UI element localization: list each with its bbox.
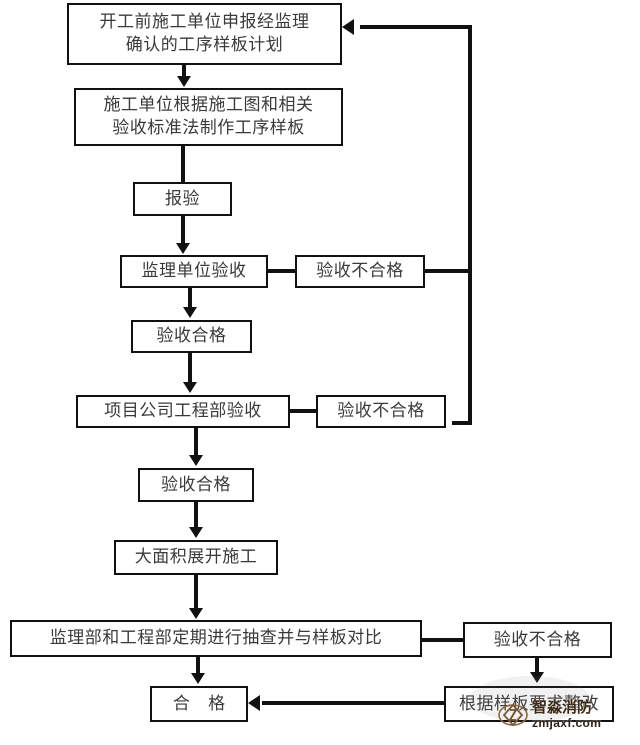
node-label: 大面积展开施工 [134, 547, 258, 567]
edge-feedback-arrow-into-n1 [342, 19, 354, 35]
node-large-scale-construction[interactable]: 大面积展开施工 [114, 540, 278, 575]
edge-n4-n5-line [268, 269, 297, 273]
edge-n12-n14-line [535, 658, 539, 673]
edge-n12-n14-arrow [530, 672, 544, 683]
edge-n2-n3-line [181, 146, 185, 182]
edge-n11-n13-arrow [191, 673, 205, 684]
node-label: 监理单位验收 [141, 261, 247, 281]
node-label: 合 格 [172, 693, 233, 713]
node-acceptance-failed-2[interactable]: 验收不合格 [316, 395, 446, 428]
edge-n7-n8-line [290, 409, 318, 413]
edge-n14-n13-arrow [248, 695, 260, 711]
edge-n1-n2-arrow [177, 76, 191, 87]
node-acceptance-passed-1[interactable]: 验收合格 [131, 320, 252, 353]
node-contractor-makes-sample[interactable]: 施工单位根据施工图和相关 验收标准法制作工序样板 [74, 88, 343, 146]
node-acceptance-failed-1[interactable]: 验收不合格 [295, 255, 425, 288]
node-submit-inspection[interactable]: 报验 [133, 182, 232, 216]
node-qualified[interactable]: 合 格 [150, 686, 248, 722]
node-label: 验收不合格 [337, 401, 425, 421]
node-periodic-spot-check[interactable]: 监理部和工程部定期进行抽查并与样板对比 [10, 620, 422, 657]
edge-feedback-vertical-trunk [468, 25, 472, 425]
node-acceptance-failed-3[interactable]: 验收不合格 [463, 622, 612, 658]
edge-n6-n7-arrow [183, 382, 197, 393]
node-label: 项目公司工程部验收 [104, 401, 262, 421]
node-project-company-acceptance[interactable]: 项目公司工程部验收 [76, 395, 290, 428]
edge-n10-n11-line [194, 575, 198, 609]
edge-n6-n7-line [188, 353, 192, 383]
edge-n3-n4-arrow [176, 243, 190, 254]
node-rectify-per-sample[interactable]: 根据样板要求整改 [444, 686, 614, 722]
edge-n8-feedback-horizontal [452, 421, 472, 425]
node-supervisor-acceptance[interactable]: 监理单位验收 [120, 255, 268, 288]
edge-n14-n13-line [262, 701, 444, 705]
edge-n10-n11-arrow [189, 608, 203, 619]
node-label: 根据样板要求整改 [459, 693, 599, 713]
edge-feedback-top-horizontal [360, 25, 472, 29]
edge-n1-n2-line [182, 65, 186, 78]
node-label: 验收不合格 [316, 261, 404, 281]
edge-n5-feedback-horizontal [425, 269, 472, 273]
edge-n9-n10-line [194, 502, 198, 528]
node-label: 验收合格 [156, 326, 227, 346]
node-pre-construction-sample-plan[interactable]: 开工前施工单位申报经监理 确认的工序样板计划 [67, 3, 342, 65]
node-label: 验收合格 [161, 474, 231, 494]
node-label: 监理部和工程部定期进行抽查并与样板对比 [49, 628, 383, 648]
edge-n7-n9-arrow [189, 455, 203, 466]
node-label: 施工单位根据施工图和相关 验收标准法制作工序样板 [103, 95, 314, 137]
edge-n11-n12-line [422, 638, 465, 642]
edge-n3-n4-line [181, 216, 185, 244]
edge-n7-n9-line [194, 428, 198, 456]
edge-n11-n13-line [196, 657, 200, 674]
edge-n4-n6-arrow [183, 307, 197, 318]
edge-n14-left-stub [430, 701, 446, 705]
node-label: 报验 [165, 188, 200, 208]
edge-n4-n6-line [188, 288, 192, 308]
node-label: 开工前施工单位申报经监理 确认的工序样板计划 [99, 12, 310, 54]
edge-n9-n10-arrow [189, 527, 203, 538]
node-label: 验收不合格 [493, 629, 582, 649]
node-acceptance-passed-2[interactable]: 验收合格 [138, 468, 254, 502]
